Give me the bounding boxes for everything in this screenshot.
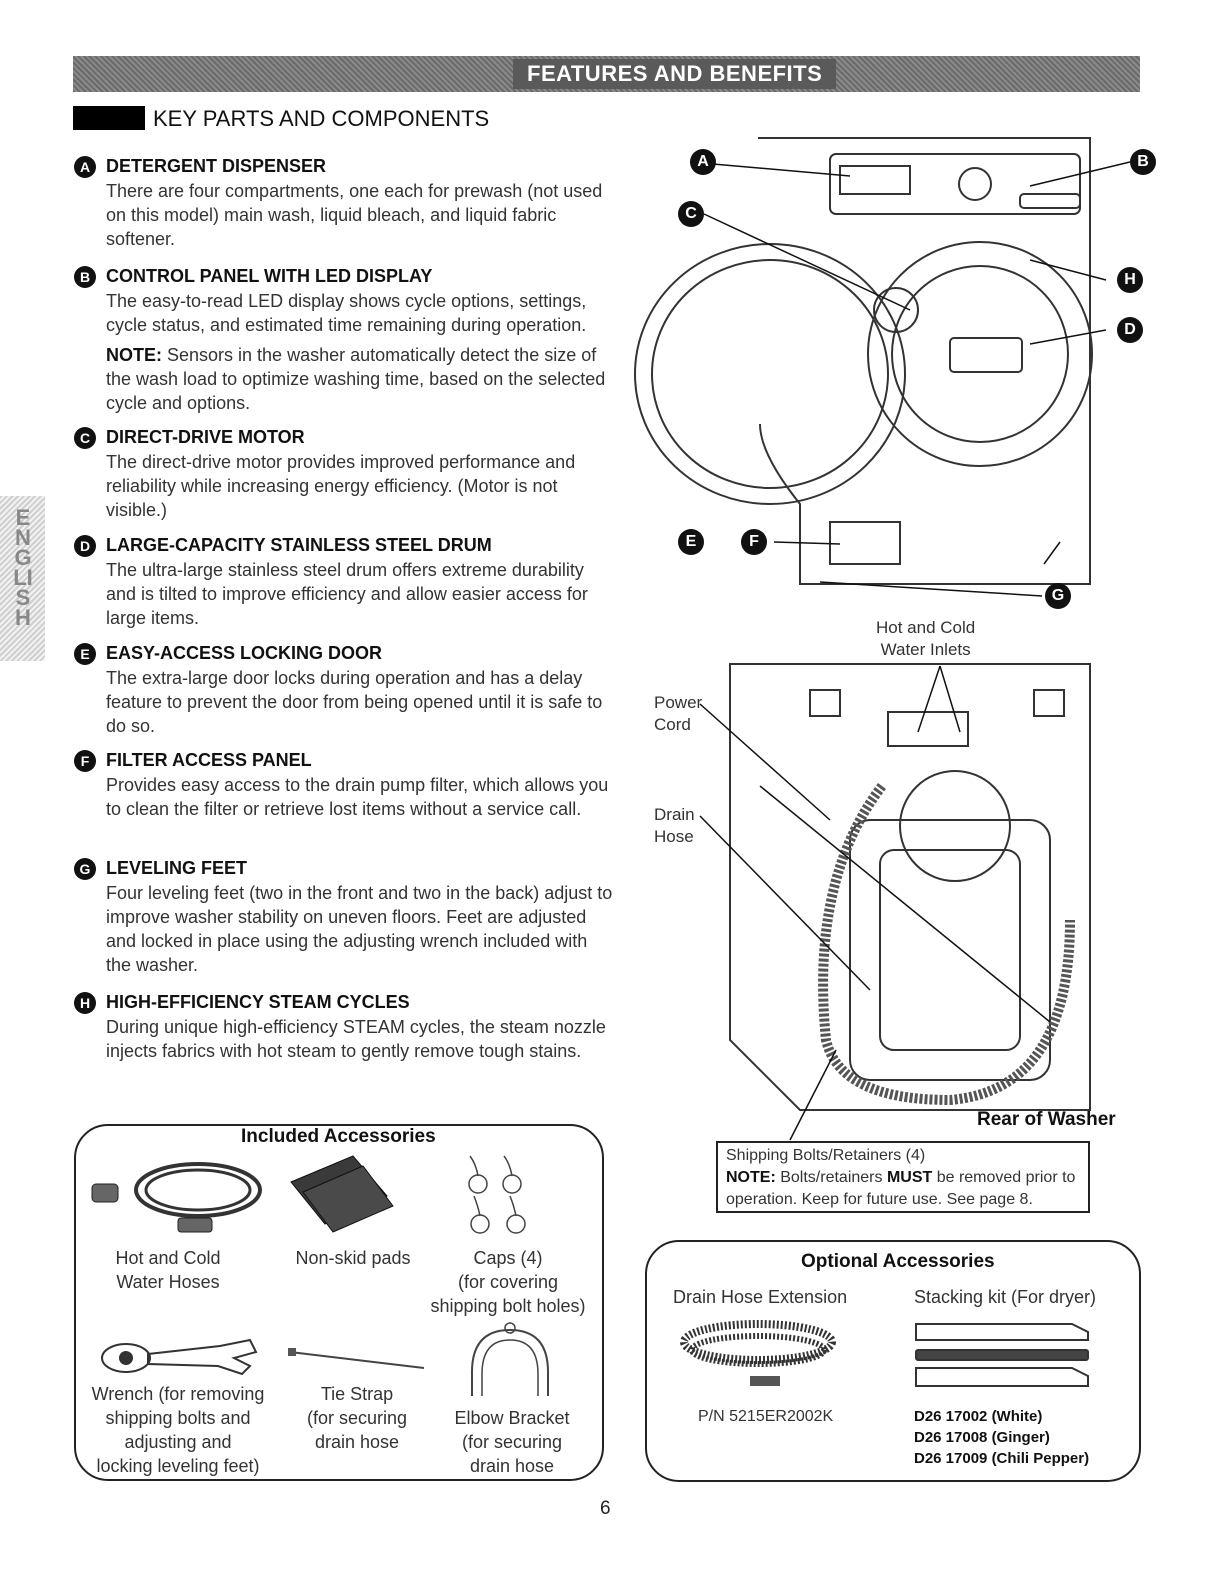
- drain-hose-extension-icon: [680, 1320, 836, 1386]
- included-accessories-title: Included Accessories: [241, 1126, 436, 1147]
- note-label: NOTE:: [106, 345, 162, 365]
- callout-h: H: [1117, 267, 1143, 293]
- letter-badge-d: D: [74, 535, 96, 557]
- stacking-kit-label: Stacking kit (For dryer): [914, 1287, 1097, 1307]
- drain-hose-label: Drain Hose: [654, 805, 695, 846]
- shipping-bolts-title: Shipping Bolts/Retainers (4): [726, 1147, 926, 1164]
- stacking-kit-part-numbers: D26 17002 (White) D26 17008 (Ginger) D26…: [914, 1408, 1090, 1467]
- pads-caption: Non-skid pads: [295, 1248, 411, 1268]
- feature-body: The direct-drive motor provides improved…: [106, 452, 576, 520]
- washer-front-illustration: [634, 137, 1131, 597]
- hoses-caption: Hot and Cold Water Hoses: [115, 1248, 221, 1292]
- tie-strap-caption: Tie Strap (for securing drain hose: [306, 1384, 408, 1452]
- language-side-tab: ENGLISH: [0, 496, 45, 661]
- language-label: ENGLISH: [13, 505, 33, 630]
- shipping-bolts-warning: NOTE: Bolts/retainers MUST be removed pr…: [726, 1167, 1080, 1211]
- must-label: MUST: [886, 1169, 933, 1186]
- page-number: 6: [600, 1498, 611, 1519]
- feature-title: EASY-ACCESS LOCKING DOOR: [106, 643, 383, 663]
- water-hose-icon: [91, 1162, 262, 1233]
- letter-badge-f: F: [74, 750, 96, 772]
- feature-body: The ultra-large stainless steel drum off…: [106, 560, 588, 628]
- optional-accessories-box: [645, 1240, 1141, 1482]
- letter-badge-e: E: [74, 643, 96, 665]
- callout-g: G: [1045, 583, 1071, 609]
- drain-hose-extension-label: Drain Hose Extension: [673, 1287, 848, 1307]
- wrench-caption: Wrench (for removing shipping bolts and …: [91, 1384, 265, 1476]
- feature-body: Four leveling feet (two in the front and…: [106, 883, 613, 975]
- letter-badge-b: B: [74, 266, 96, 288]
- wrench-icon: [101, 1338, 258, 1376]
- water-inlets-label: Hot and Cold Water Inlets: [876, 618, 976, 659]
- non-skid-pad-icon: [290, 1155, 394, 1233]
- banner-title: FEATURES AND BENEFITS: [513, 59, 837, 89]
- rear-of-washer-label: Rear of Washer: [977, 1109, 1116, 1130]
- callout-d: D: [1117, 317, 1143, 343]
- included-accessories-box: [74, 1124, 604, 1481]
- feature-body: There are four compartments, one each fo…: [106, 181, 603, 249]
- shipping-bolts-note: Shipping Bolts/Retainers (4) NOTE: Bolts…: [716, 1141, 1090, 1213]
- feature-title: DETERGENT DISPENSER: [106, 156, 327, 176]
- note-label: NOTE:: [726, 1169, 776, 1186]
- elbow-bracket-caption: Elbow Bracket (for securing drain hose: [454, 1408, 570, 1476]
- callout-f: F: [741, 529, 767, 555]
- feature-title: FILTER ACCESS PANEL: [106, 750, 312, 770]
- section-marker: [73, 106, 145, 130]
- letter-badge-h: H: [74, 992, 96, 1014]
- caps-caption: Caps (4) (for covering shipping bolt hol…: [430, 1248, 586, 1316]
- feature-body: During unique high-efficiency STEAM cycl…: [106, 1017, 606, 1061]
- feature-title: DIRECT-DRIVE MOTOR: [106, 427, 305, 447]
- header-banner: FEATURES AND BENEFITS: [73, 56, 1140, 92]
- callout-b: B: [1130, 149, 1156, 175]
- callout-e: E: [678, 529, 704, 555]
- feature-title: HIGH-EFFICIENCY STEAM CYCLES: [106, 992, 410, 1012]
- feature-body: The extra-large door locks during operat…: [106, 668, 603, 736]
- letter-badge-g: G: [74, 858, 96, 880]
- callout-a: A: [690, 149, 716, 175]
- feature-title: LEVELING FEET: [106, 858, 248, 878]
- feature-body: Provides easy access to the drain pump f…: [106, 775, 609, 819]
- note-text-a: Bolts/retainers: [775, 1169, 887, 1186]
- section-title: KEY PARTS AND COMPONENTS: [153, 106, 490, 131]
- cap-icon: [468, 1155, 526, 1234]
- elbow-bracket-icon: [471, 1322, 549, 1396]
- feature-title: CONTROL PANEL WITH LED DISPLAY: [106, 266, 433, 286]
- stacking-kit-icon: [915, 1323, 1089, 1387]
- optional-accessories-title: Optional Accessories: [801, 1251, 995, 1272]
- note-text-b: be removed prior to operation. Keep for …: [726, 1169, 1076, 1208]
- tie-strap-icon: [288, 1348, 425, 1369]
- washer-rear-illustration: [699, 663, 1091, 1141]
- letter-badge-c: C: [74, 427, 96, 449]
- power-cord-label: Power Cord: [654, 693, 703, 734]
- letter-badge-a: A: [74, 156, 96, 178]
- note-text: Sensors in the washer automatically dete…: [106, 345, 606, 413]
- callout-c: C: [678, 201, 704, 227]
- drain-hose-part-number: P/N 5215ER2002K: [698, 1408, 834, 1425]
- feature-note: NOTE: Sensors in the washer automaticall…: [106, 343, 616, 415]
- feature-body: The easy-to-read LED display shows cycle…: [106, 291, 587, 335]
- feature-title: LARGE-CAPACITY STAINLESS STEEL DRUM: [106, 535, 492, 555]
